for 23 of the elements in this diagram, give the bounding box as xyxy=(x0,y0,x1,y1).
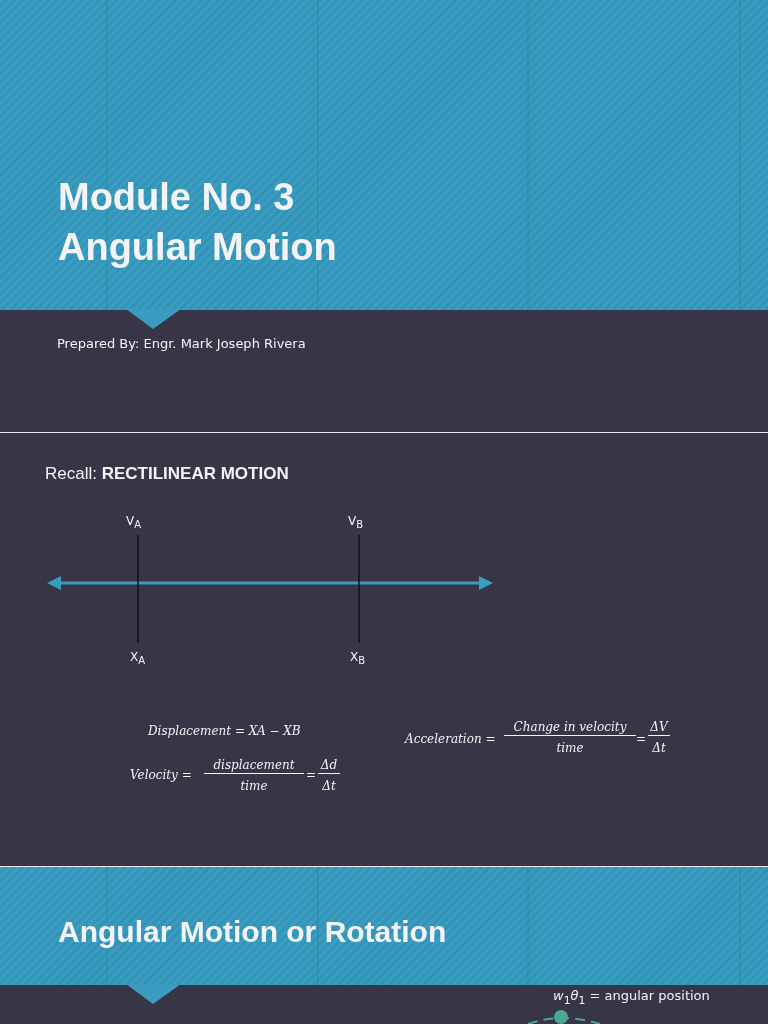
fraction-numerator: ΔV xyxy=(648,720,670,736)
fraction-numerator: Change in velocity xyxy=(504,720,636,736)
formula-text: Displacement = XA − XB xyxy=(148,724,301,738)
point-label: X$_{B}$ xyxy=(350,650,366,667)
point-label: V$_{A}$ xyxy=(126,514,142,531)
heading: Module No. 3 xyxy=(58,176,295,219)
formula-text: = xyxy=(306,768,317,782)
point-label: V$_{B}$ xyxy=(348,514,364,531)
section-heading: Recall: RECTILINEAR MOTION xyxy=(45,464,289,484)
fraction-numerator: displacement xyxy=(204,758,304,774)
fraction-denominator: time xyxy=(555,741,585,755)
formula-text: Velocity = xyxy=(130,768,192,782)
heading: Angular Motion xyxy=(58,226,337,269)
fraction-denominator: Δt xyxy=(651,741,667,755)
fraction-numerator: Δd xyxy=(318,758,340,774)
fraction-denominator: time xyxy=(239,779,269,793)
formula-text: w$_{1}$θ$_{1}$ = angular position xyxy=(553,988,710,1007)
formula-text: Acceleration = xyxy=(405,732,496,746)
author-text: Prepared By: Engr. Mark Joseph Rivera xyxy=(57,336,306,351)
fraction-denominator: Δt xyxy=(321,779,337,793)
heading: Angular Motion or Rotation xyxy=(58,915,447,949)
formula-text: = xyxy=(636,732,647,746)
point-label: X$_{A}$ xyxy=(130,650,146,667)
